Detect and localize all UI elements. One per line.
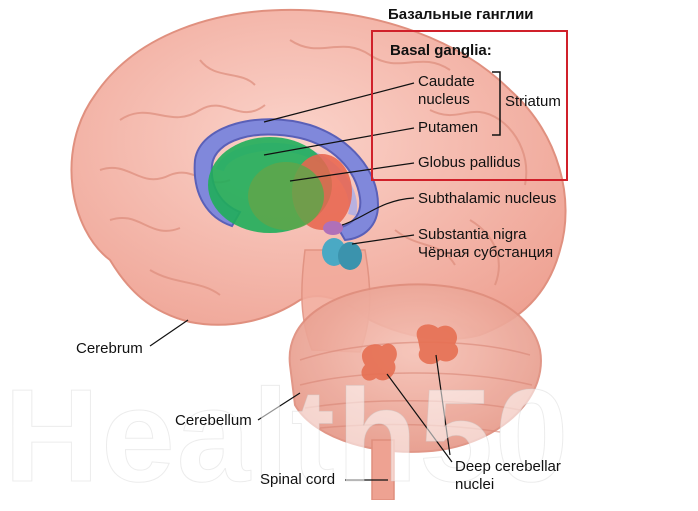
label-cerebellum: Cerebellum <box>175 412 252 429</box>
label-substantia-nigra-ru: Чёрная субстанция <box>418 244 554 261</box>
pointer-lines <box>149 82 453 481</box>
label-caudate-line2: nucleus <box>418 91 470 108</box>
label-globus-pallidus: Globus pallidus <box>418 154 521 171</box>
label-substantia-nigra: Substantia nigra <box>418 226 527 243</box>
subthalamic-nucleus-shape <box>323 221 343 235</box>
label-putamen: Putamen <box>418 119 479 136</box>
watermark: Health50 <box>3 362 571 510</box>
label-deep-cerebellar-line1: Deep cerebellar <box>455 458 561 475</box>
basal-ganglia-diagram: Health50 Базальные ганглии Basal ganglia… <box>3 6 568 510</box>
label-subthalamic-nucleus: Subthalamic nucleus <box>418 190 557 207</box>
putamen-inner <box>248 162 324 230</box>
striatum-bracket <box>492 71 501 136</box>
label-cerebrum: Cerebrum <box>76 340 143 357</box>
cerebellum-folia <box>299 341 533 433</box>
basal-ganglia-highlight-box <box>371 30 568 181</box>
basal-ganglia-heading: Basal ganglia: <box>390 42 492 59</box>
label-caudate-line1: Caudate <box>418 73 475 90</box>
page-title: Базальные ганглии <box>388 6 534 23</box>
substantia-nigra-shape <box>322 238 362 270</box>
label-striatum: Striatum <box>505 93 561 110</box>
label-spinal-cord: Spinal cord <box>260 471 336 488</box>
brain-illustration <box>70 8 567 500</box>
deep-nucleus-right <box>416 324 459 365</box>
deep-nucleus-left <box>361 343 397 381</box>
label-deep-cerebellar-line2: nuclei <box>455 476 495 493</box>
